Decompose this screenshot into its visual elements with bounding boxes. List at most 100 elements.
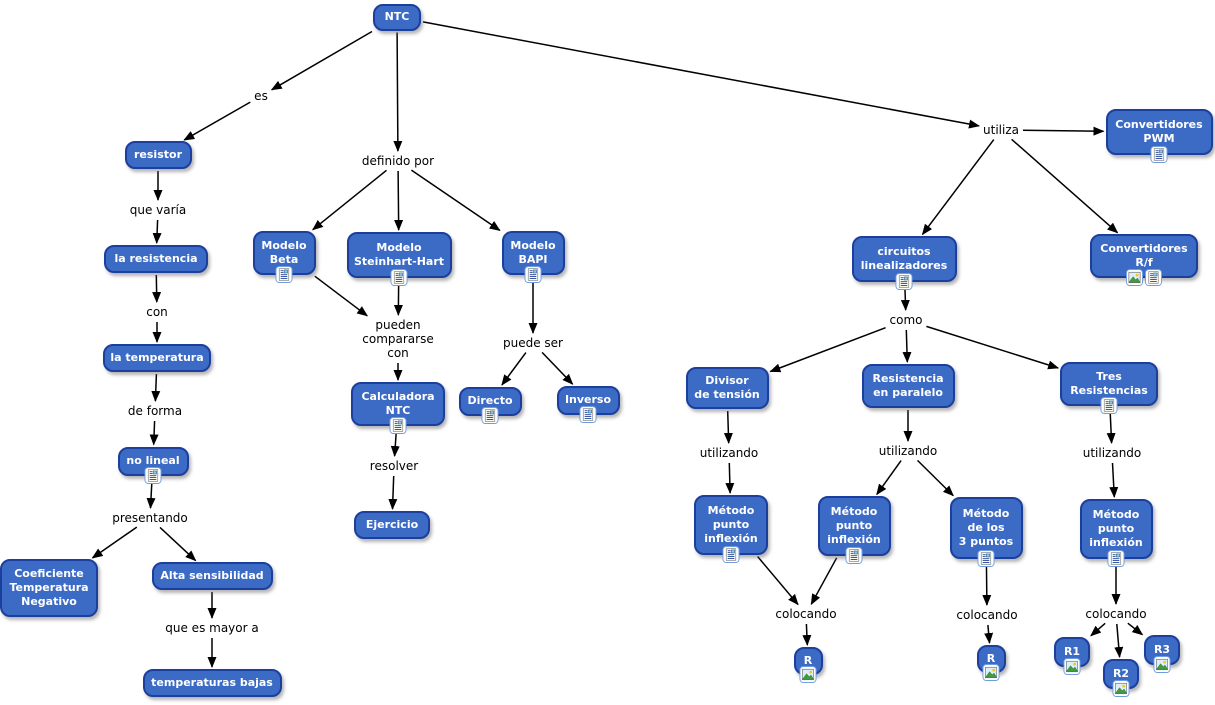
- concept-node-modelo-beta[interactable]: Modelo Beta: [252, 231, 316, 283]
- document-icon[interactable]: [144, 466, 162, 484]
- concept-node-label: no lineal: [126, 454, 180, 467]
- document-icon[interactable]: [977, 550, 995, 567]
- concept-node-r-b[interactable]: R: [976, 645, 1006, 681]
- image-icon[interactable]: [1126, 269, 1143, 286]
- image-icon[interactable]: [1112, 680, 1130, 697]
- concept-node-label: Inverso: [564, 393, 612, 406]
- linking-phrase-utilizando-1[interactable]: utilizando: [699, 446, 759, 460]
- document-icon[interactable]: [1145, 269, 1162, 286]
- connection-line: [1114, 623, 1124, 658]
- concept-node-convertidores-rf[interactable]: Convertidores R/f: [1090, 234, 1198, 286]
- image-icon[interactable]: [1063, 658, 1081, 675]
- connection-line: [422, 21, 980, 129]
- concept-node-modelo-bapi[interactable]: Modelo BAPI: [501, 231, 565, 283]
- concept-node-metodo-pi-1[interactable]: Método punto inflexión: [694, 495, 768, 563]
- document-icon[interactable]: [275, 266, 293, 283]
- resource-icons: [144, 466, 162, 484]
- concept-node-label: la temperatura: [110, 351, 204, 364]
- concept-node-coeficiente[interactable]: Coeficiente Temperatura Negativo: [0, 559, 98, 617]
- document-icon[interactable]: [1100, 397, 1118, 414]
- connection-line: [501, 352, 527, 386]
- linking-phrase-que-varia[interactable]: que varía: [129, 203, 187, 217]
- concept-node-temperaturas-bajas[interactable]: temperaturas bajas: [142, 669, 282, 697]
- concept-node-ejercicio[interactable]: Ejercicio: [354, 511, 430, 539]
- linking-phrase-colocando-3[interactable]: colocando: [1085, 607, 1147, 621]
- linking-phrase-es[interactable]: es: [254, 89, 268, 103]
- concept-node-label: la resistencia: [114, 252, 198, 265]
- resource-icons: [977, 550, 995, 567]
- document-icon[interactable]: [722, 546, 740, 563]
- concept-node-label: Divisor de tensión: [694, 374, 760, 401]
- linking-phrase-colocando-1[interactable]: colocando: [775, 607, 837, 621]
- concept-node-r3[interactable]: R3: [1144, 635, 1180, 673]
- connection-line: [159, 526, 197, 562]
- concept-node-metodo-pi-3[interactable]: Método punto inflexión: [1079, 499, 1153, 567]
- concept-node-label: circuitos linealizadores: [860, 245, 948, 272]
- concept-node-directo[interactable]: Directo: [458, 386, 522, 424]
- connection-line: [757, 556, 799, 606]
- connection-line: [902, 329, 912, 363]
- concept-node-label: Alta sensibilidad: [160, 569, 264, 582]
- connection-line: [314, 275, 368, 317]
- concept-node-metodo-3-puntos[interactable]: Método de los 3 puntos: [949, 497, 1023, 567]
- connection-line: [723, 410, 733, 444]
- image-icon[interactable]: [1153, 656, 1171, 673]
- linking-phrase-utilizando-2[interactable]: utilizando: [878, 444, 938, 458]
- document-icon[interactable]: [1107, 550, 1125, 567]
- image-icon[interactable]: [799, 666, 817, 683]
- linking-phrase-resolver[interactable]: resolver: [369, 459, 419, 473]
- image-icon[interactable]: [982, 664, 1000, 681]
- linking-phrase-con[interactable]: con: [146, 305, 168, 319]
- document-icon[interactable]: [895, 273, 913, 290]
- concept-node-calculadora-ntc[interactable]: Calculadora NTC: [351, 382, 445, 434]
- document-icon[interactable]: [845, 547, 863, 564]
- concept-node-la-temperatura[interactable]: la temperatura: [103, 344, 211, 372]
- connection-line: [183, 101, 251, 141]
- concept-node-modelo-steinhart[interactable]: Modelo Steinhart-Hart: [346, 232, 452, 286]
- linking-phrase-utilizando-3[interactable]: utilizando: [1082, 446, 1142, 460]
- linking-phrase-que-es-mayor-a[interactable]: que es mayor a: [165, 621, 259, 635]
- linking-phrase-de-forma[interactable]: de forma: [127, 404, 183, 418]
- concept-node-inverso[interactable]: Inverso: [556, 385, 620, 423]
- linking-phrase-definido-por[interactable]: definido por: [361, 154, 435, 168]
- concept-node-divisor-tension[interactable]: Divisor de tensión: [685, 367, 769, 409]
- resource-icons: [1150, 146, 1168, 163]
- document-icon[interactable]: [579, 405, 597, 423]
- linking-phrase-puede-ser[interactable]: puede ser: [503, 336, 563, 350]
- linking-phrase-colocando-2[interactable]: colocando: [956, 608, 1018, 622]
- document-icon[interactable]: [389, 417, 407, 434]
- concept-node-label: Convertidores R/f: [1100, 242, 1188, 269]
- concept-node-r-a[interactable]: R: [793, 647, 823, 683]
- linking-phrase-presentando[interactable]: presentando: [112, 511, 188, 525]
- concept-node-metodo-pi-2[interactable]: Método punto inflexión: [817, 496, 891, 564]
- connection-line: [312, 169, 387, 231]
- document-icon[interactable]: [524, 266, 542, 283]
- concept-node-la-resistencia[interactable]: la resistencia: [104, 245, 208, 273]
- concept-node-alta-sensibilidad[interactable]: Alta sensibilidad: [151, 562, 273, 590]
- concept-node-convertidores-pwm[interactable]: Convertidores PWM: [1105, 109, 1213, 163]
- concept-node-ntc[interactable]: NTC: [373, 3, 421, 31]
- concept-node-r1[interactable]: R1: [1054, 637, 1090, 675]
- concept-node-label: R2: [1112, 667, 1130, 680]
- concept-node-no-lineal[interactable]: no lineal: [117, 446, 189, 484]
- concept-node-tres-resistencias[interactable]: Tres Resistencias: [1060, 362, 1158, 414]
- concept-node-label: Modelo Beta: [261, 239, 307, 266]
- connection-line: [541, 351, 574, 385]
- linking-phrase-pueden-compararse[interactable]: pueden compararse con: [362, 318, 434, 360]
- linking-phrase-utiliza[interactable]: utiliza: [983, 123, 1019, 137]
- connection-line: [810, 557, 838, 606]
- resource-icons: [389, 417, 407, 434]
- document-icon[interactable]: [481, 406, 499, 424]
- resource-icons: [1112, 680, 1130, 697]
- document-icon[interactable]: [1150, 146, 1168, 163]
- concept-node-r2[interactable]: R2: [1103, 659, 1139, 697]
- resource-icons: [895, 273, 913, 290]
- concept-node-resistencia-paralelo[interactable]: Resistencia en paralelo: [861, 364, 955, 408]
- concept-node-resistor[interactable]: resistor: [124, 141, 192, 169]
- concept-node-label: Convertidores PWM: [1115, 118, 1203, 145]
- document-icon[interactable]: [390, 269, 408, 286]
- linking-phrase-como[interactable]: como: [889, 313, 923, 327]
- concept-node-circuitos-linealizadores[interactable]: circuitos linealizadores: [851, 236, 957, 290]
- connection-line: [916, 459, 954, 497]
